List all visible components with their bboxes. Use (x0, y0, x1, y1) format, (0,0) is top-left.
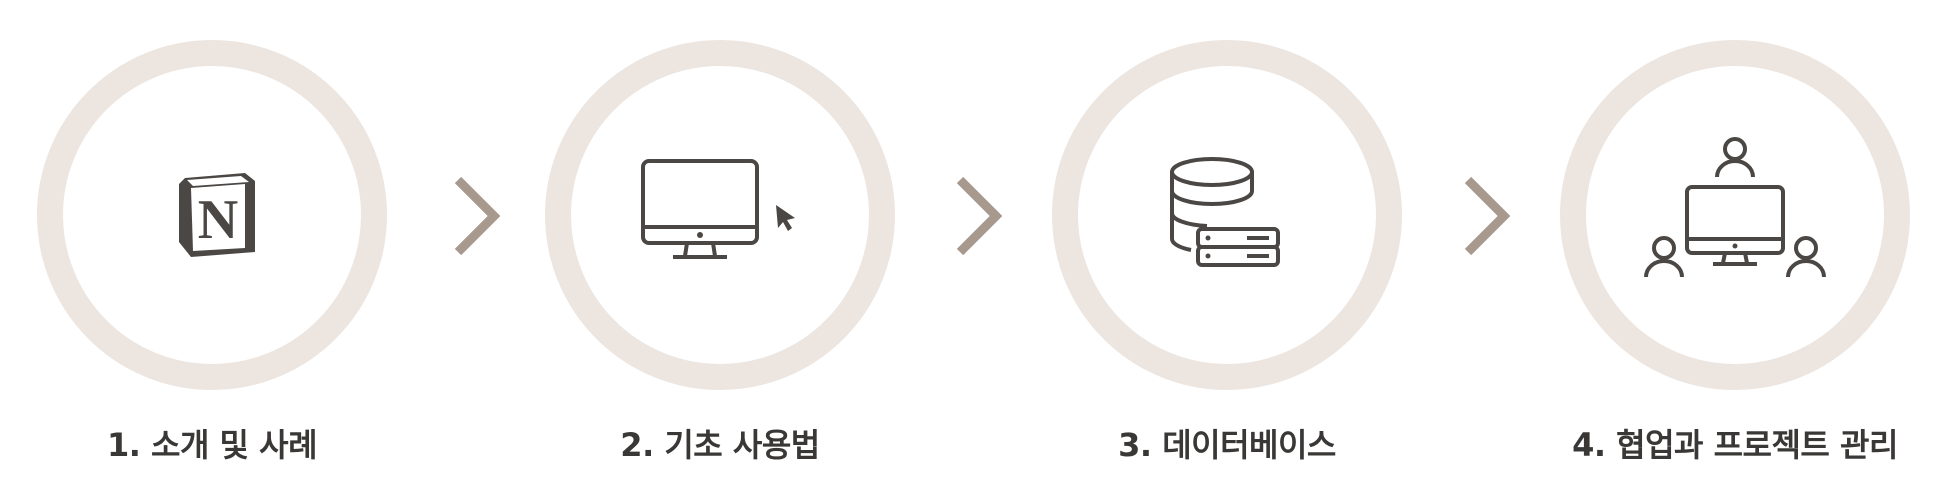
notion-logo-icon: N (179, 173, 255, 257)
step-ring (1560, 40, 1910, 390)
step-4: 4. 협업과 프로젝트 관리 (1560, 40, 1910, 464)
step-2: 2. 기초 사용법 (545, 40, 895, 464)
chevron-right-icon (1464, 176, 1510, 256)
database-server-icon (1170, 157, 1280, 267)
step-label: 3. 데이터베이스 (1118, 426, 1336, 464)
monitor-cursor-icon (641, 159, 795, 259)
step-label: 4. 협업과 프로젝트 관리 (1572, 426, 1898, 464)
step-ring (1052, 40, 1402, 390)
step-3: 3. 데이터베이스 (1052, 40, 1402, 464)
step-label: 1. 소개 및 사례 (106, 426, 318, 464)
step-1: N 1. 소개 및 사례 (37, 40, 387, 464)
team-collaboration-icon (1644, 137, 1826, 278)
chevron-right-icon (454, 176, 500, 256)
step-label: 2. 기초 사용법 (620, 426, 820, 464)
chevron-right-icon (956, 176, 1002, 256)
svg-text:N: N (198, 189, 238, 251)
step-ring: N (37, 40, 387, 390)
step-ring (545, 40, 895, 390)
